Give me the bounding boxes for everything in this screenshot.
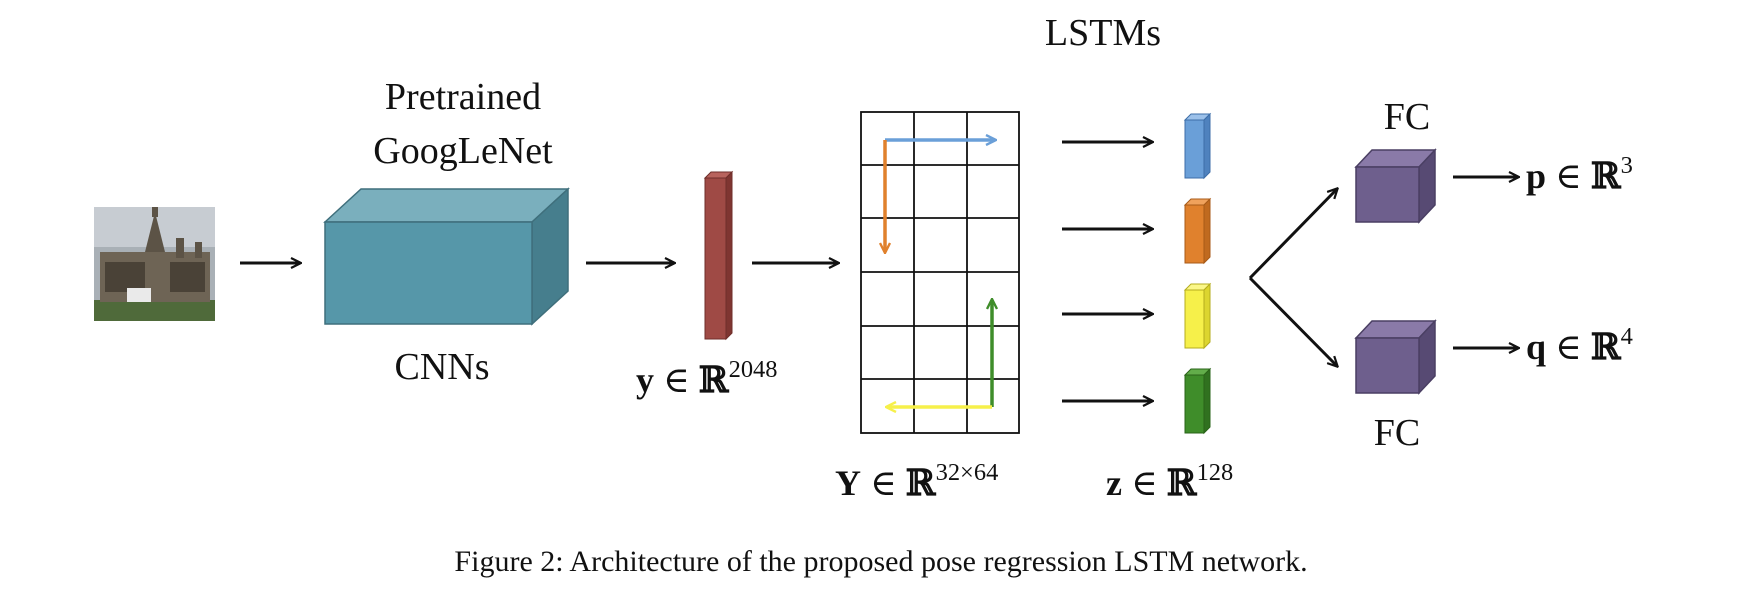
y-var: y <box>636 360 654 400</box>
arrow-to-fc-top <box>1248 189 1337 280</box>
q-exp: 4 <box>1620 322 1633 350</box>
z-output-label: z ∈ ℝ128 <box>1106 460 1233 504</box>
p-exp: 3 <box>1620 151 1633 179</box>
input-image <box>94 207 215 321</box>
fc-top-label: FC <box>1383 96 1431 138</box>
q-output-label: q ∈ ℝ4 <box>1526 324 1633 368</box>
googlenet-label: GoogLeNet <box>373 130 553 172</box>
feature-vector-bar <box>703 170 734 341</box>
pretrained-label: Pretrained <box>384 76 542 118</box>
fc-bottom-label: FC <box>1373 412 1421 454</box>
cnns-label: CNNs <box>394 346 490 388</box>
cnn-block <box>323 187 570 326</box>
fc-cube-top <box>1354 148 1437 224</box>
z-reals: ℝ <box>1166 462 1197 504</box>
cnn-block-top <box>323 188 570 223</box>
lstm-output-green <box>1183 367 1212 435</box>
arrow-to-fc-bottom <box>1248 276 1337 366</box>
lstm-output-blue <box>1183 112 1212 180</box>
y-exp: 2048 <box>728 355 778 383</box>
figure-caption: Figure 2: Architecture of the proposed p… <box>454 545 1308 578</box>
lstm-output-orange <box>1183 197 1212 265</box>
Y-elem: ∈ <box>870 463 897 503</box>
cnn-block-front <box>324 221 533 325</box>
p-reals: ℝ <box>1590 155 1621 197</box>
lstm-output-yellow <box>1183 282 1212 350</box>
Y-grid-label: Y ∈ ℝ32×64 <box>835 460 998 504</box>
fc-cube-bottom <box>1354 319 1437 395</box>
y-reals: ℝ <box>698 359 729 401</box>
lstms-label: LSTMs <box>1044 12 1162 54</box>
Y-var: Y <box>835 463 861 503</box>
q-var: q <box>1526 327 1547 367</box>
q-elem: ∈ <box>1555 327 1582 367</box>
Y-reals: ℝ <box>905 462 936 504</box>
y-feature-label: y ∈ ℝ2048 <box>636 357 778 401</box>
y-elem: ∈ <box>663 360 690 400</box>
p-var: p <box>1526 156 1547 196</box>
z-exp: 128 <box>1196 458 1234 486</box>
p-output-label: p ∈ ℝ3 <box>1526 153 1633 197</box>
q-reals: ℝ <box>1590 326 1621 368</box>
p-elem: ∈ <box>1555 156 1582 196</box>
z-elem: ∈ <box>1130 463 1158 503</box>
z-var: z <box>1106 463 1122 503</box>
Y-exp: 32×64 <box>935 458 999 486</box>
